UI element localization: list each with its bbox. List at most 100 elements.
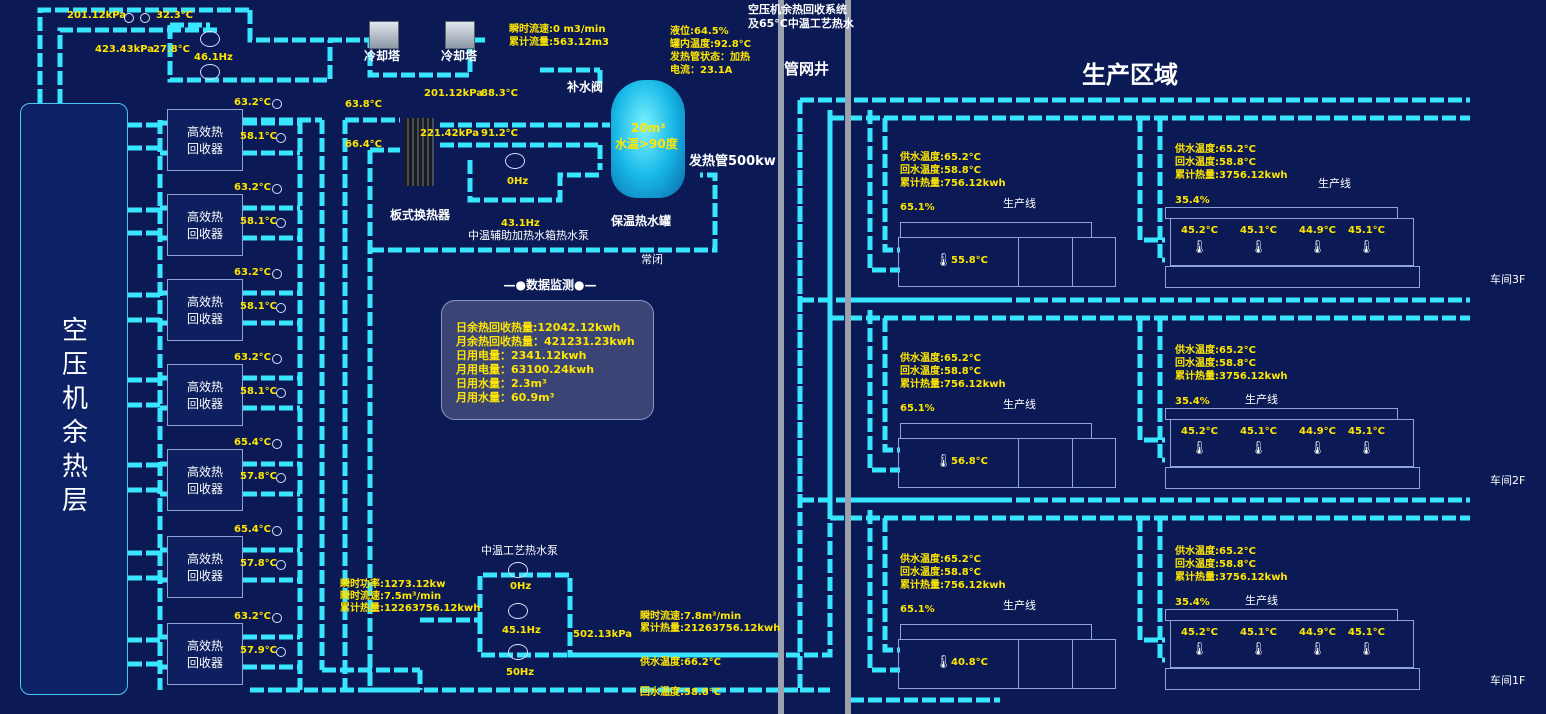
aux-pump-icon[interactable] [505, 153, 525, 169]
production-line-base [1165, 266, 1420, 288]
thermometer-icon: 🌡 [935, 655, 952, 670]
hx-in-temp: 63.8°C [345, 99, 383, 110]
compressor-layer-label: 空压机余热层 [61, 316, 88, 516]
unit-supply-temp: 65.4°C [234, 437, 272, 448]
tank-label: 保温热水罐 [611, 214, 672, 228]
floor-left-line-label: 生产线 [1003, 398, 1036, 411]
heat-recovery-unit[interactable]: 高效热回收器 [167, 194, 243, 256]
floor-left-return-temp: 回水温度:58.8°C [900, 366, 982, 377]
heat-recovery-unit[interactable]: 高效热回收器 [167, 623, 243, 685]
hx-pressure-2: 221.42kPa [420, 128, 480, 139]
hx-out-temp: 66.4°C [345, 139, 383, 150]
process-pump-freq-2: 45.1Hz [502, 625, 541, 636]
thermometer-icon: 🌡 [1250, 441, 1267, 456]
main-pressure: 502.13kPa [573, 629, 633, 640]
unit-supply-temp: 63.2°C [234, 182, 272, 193]
thermometer-icon: 🌡 [935, 253, 952, 268]
floor-left-line-temp: 55.8°C [951, 255, 989, 266]
floor-left-valve-opening: 65.1% [900, 403, 935, 414]
floor-left-valve-opening: 65.1% [900, 202, 935, 213]
unit-return-temp: 57.8°C [240, 558, 278, 569]
temperature-sensor-icon [276, 133, 286, 143]
thermometer-icon: 🌡 [1309, 441, 1326, 456]
heat-recovery-unit[interactable]: 高效热回收器 [167, 364, 243, 426]
unit-supply-temp: 63.2°C [234, 97, 272, 108]
process-pump-icon[interactable] [508, 603, 528, 619]
floor-left-return-temp: 回水温度:58.8°C [900, 567, 982, 578]
aux-pump-label: 中温辅助加热水箱热水泵 [468, 229, 589, 242]
cooling-pump-icon[interactable] [200, 31, 220, 47]
pipe-segment [1137, 318, 1165, 443]
production-line-frame [900, 222, 1092, 238]
floor-right-line-temp: 45.2°C [1181, 426, 1219, 437]
heat-recovery-unit[interactable]: 高效热回收器 [167, 109, 243, 171]
temperature-sensor-icon [276, 218, 286, 228]
thermometer-icon: 🌡 [1358, 240, 1375, 255]
pipe-segment [370, 172, 718, 253]
floor-right-line-temp: 45.2°C [1181, 627, 1219, 638]
floor-right-line-temp: 45.1°C [1240, 426, 1278, 437]
makeup-valve-label: 补水阀 [567, 80, 604, 94]
pipe-segment [867, 110, 900, 273]
hot-water-tank-icon [611, 80, 685, 198]
pipe-segment [882, 318, 900, 453]
monitor-row: 日用电量：2341.12kwh [456, 349, 587, 362]
thermometer-icon: 🌡 [935, 454, 952, 469]
floor-right-valve-opening: 35.4% [1175, 195, 1210, 206]
floor-left-line-label: 生产线 [1003, 197, 1036, 210]
tank-current: 电流：23.1A [670, 65, 733, 76]
production-line-divider [1018, 237, 1073, 287]
cooling-tower-1-label: 冷却塔 [364, 49, 401, 63]
pipe-segment [477, 620, 570, 658]
system-title-line2: 及65°C中温工艺热水 [748, 17, 854, 30]
unit-return-temp: 58.1°C [240, 216, 278, 227]
floor-left-line-temp: 40.8°C [951, 657, 989, 668]
process-pump-freq-3: 50Hz [506, 667, 535, 678]
production-line-base [1165, 668, 1420, 690]
heat-recovery-unit[interactable]: 高效热回收器 [167, 279, 243, 341]
shaft-wall-right [845, 0, 851, 714]
process-pump-icon[interactable] [508, 644, 528, 660]
floor-right-line-temp: 44.9°C [1299, 627, 1337, 638]
cooling-tower-2-label: 冷却塔 [441, 49, 478, 63]
system-title-line1: 空压机余热回收系统 [748, 3, 847, 16]
thermometer-icon: 🌡 [1191, 642, 1208, 657]
production-line-base [1165, 467, 1420, 489]
production-line-machine [1170, 419, 1414, 467]
unit-return-temp: 57.9°C [240, 645, 278, 656]
unit-supply-temp: 63.2°C [234, 611, 272, 622]
thermometer-icon: 🌡 [1191, 240, 1208, 255]
floor-right-line-label: 生产线 [1245, 594, 1278, 607]
monitor-row: 日用水量：2.3m³ [456, 377, 547, 390]
floor-right-line-label: 生产线 [1318, 177, 1351, 190]
floor-right-line-temp: 45.1°C [1348, 627, 1386, 638]
temperature-sensor-icon [276, 473, 286, 483]
pipe-segment [1157, 118, 1165, 263]
unit-return-temp: 58.1°C [240, 386, 278, 397]
monitor-row: 日余热回收热量:12042.12kwh [456, 321, 621, 334]
tank-inner-temp: 罐内温度:92.8°C [670, 39, 752, 50]
floor-right-line-temp: 45.1°C [1348, 426, 1386, 437]
floor-right-return-temp: 回水温度:58.8°C [1175, 157, 1257, 168]
thermometer-icon: 🌡 [1191, 441, 1208, 456]
monitor-row: 月余热回收热量：421231.23kwh [456, 335, 635, 348]
temperature-sensor-icon [272, 354, 282, 364]
heat-recovery-unit[interactable]: 高效热回收器 [167, 536, 243, 598]
unit-label: 高效热回收器 [186, 380, 223, 411]
thermometer-icon: 🌡 [1358, 441, 1375, 456]
floor-right-supply-temp: 供水温度:65.2°C [1175, 345, 1257, 356]
heat-recovery-unit[interactable]: 高效热回收器 [167, 449, 243, 511]
pipe-segment [467, 160, 600, 203]
pipe-segment [867, 310, 900, 473]
process-pump-icon[interactable] [508, 562, 528, 578]
unit-label: 高效热回收器 [186, 639, 223, 670]
cooling-pump-icon[interactable] [200, 64, 220, 80]
unit-supply-temp: 63.2°C [234, 267, 272, 278]
production-line-machine [898, 438, 1116, 488]
main-flow: 瞬时流速:7.8m³/min [640, 611, 742, 622]
floor-left-total-heat: 累计热量:756.12kwh [900, 379, 1006, 390]
shaft-wall-left [778, 0, 784, 714]
floor-left-supply-temp: 供水温度:65.2°C [900, 353, 982, 364]
cooling-tower-icon [369, 21, 399, 49]
